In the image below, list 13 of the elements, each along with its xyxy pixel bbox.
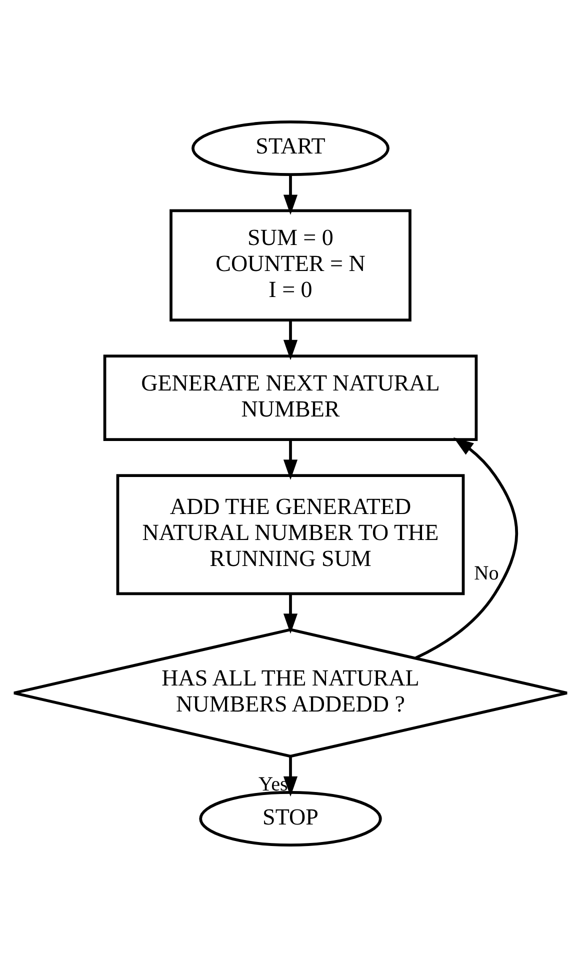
- node-box: GENERATE NEXT NATURAL NUMBER: [103, 354, 478, 441]
- arrow: [283, 756, 298, 796]
- node-box: SUM = 0 COUNTER = N I = 0: [170, 208, 412, 322]
- node-ellipse: STOP: [199, 790, 382, 846]
- arrow: [283, 439, 298, 480]
- arrow: [283, 174, 298, 214]
- arrow: [415, 436, 518, 659]
- node-box: ADD THE GENERATED NATURAL NUMBER TO THE RUNNING SUM: [116, 474, 465, 595]
- arrow: [283, 320, 298, 360]
- edge-label: No: [474, 562, 499, 584]
- node-ellipse: START: [192, 120, 390, 176]
- arrow: [283, 593, 298, 634]
- node-diamond: HAS ALL THE NATURAL NUMBERS ADDEDD ?: [12, 628, 568, 758]
